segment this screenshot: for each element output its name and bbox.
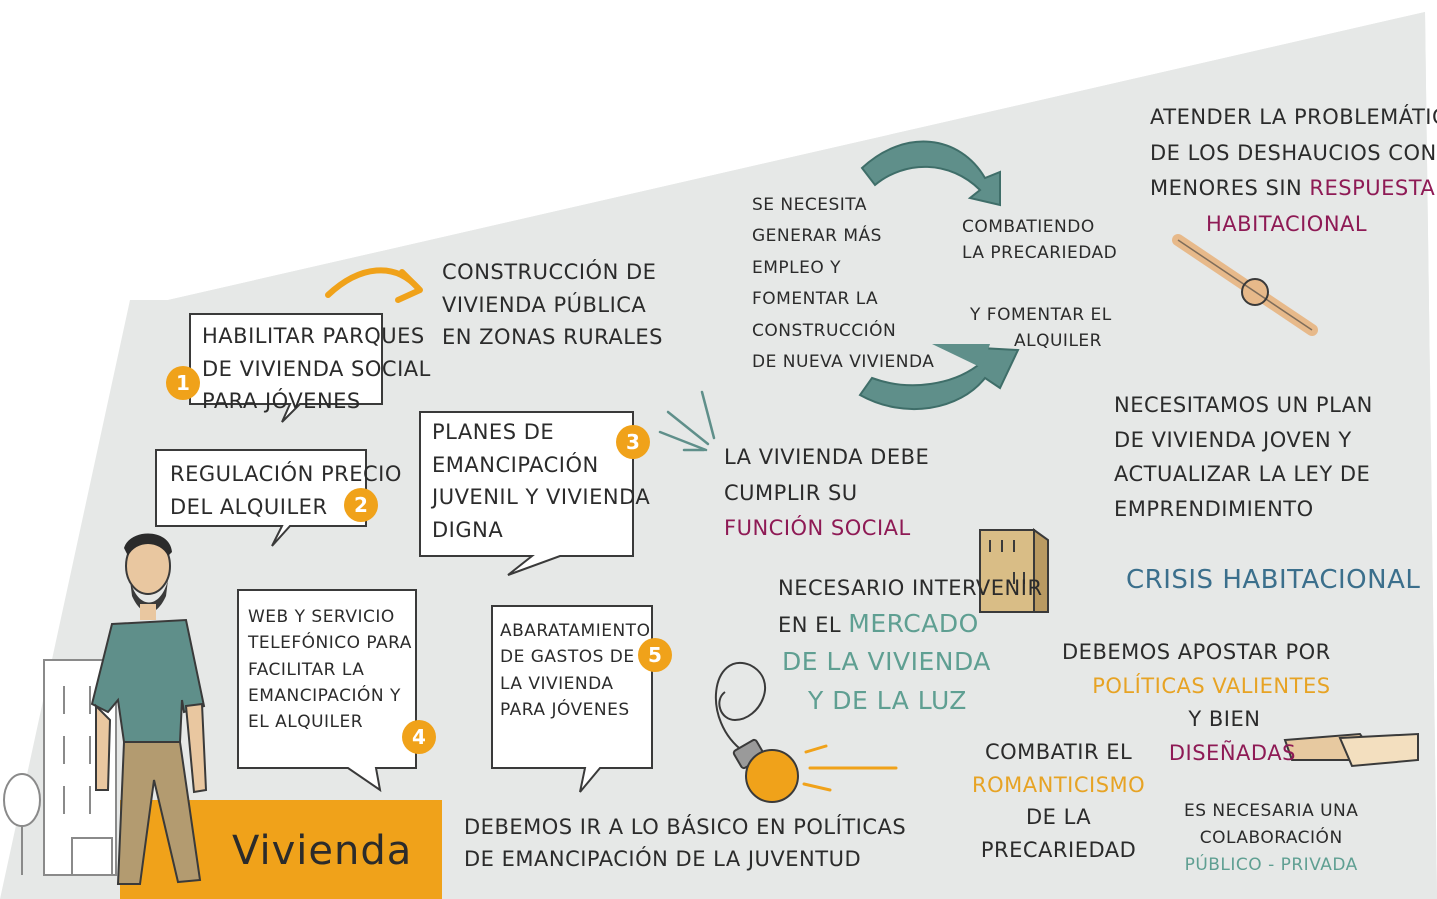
bubble-4-text: Web y serviciotelefónico parafacilitar l… [248, 607, 412, 733]
bubble-5-shape [491, 605, 653, 793]
romanticismo-text: Combatir el romanticismo de la precaried… [972, 740, 1146, 862]
teal-arrow-top-icon [860, 140, 1001, 207]
tied-rope-icon [1172, 234, 1318, 336]
bubble-2-number: 2 [344, 488, 378, 522]
bubble-5-number: 5 [638, 638, 672, 672]
bubble-4-number: 4 [402, 720, 436, 754]
burst-lines-icon [658, 390, 716, 452]
bubble-1-number: 1 [166, 366, 200, 400]
mercado-text: Necesario intervenir en el mercado de la… [778, 576, 1043, 716]
young-man-figure [90, 533, 208, 885]
bubble-5-text: Abaratamientode gastos dela viviendapara… [500, 621, 651, 721]
basico-text: Debemos ir a lo básico en políticasde em… [464, 815, 907, 871]
bubble-1-text: Habilitar parquesde vivienda socialpara … [202, 324, 431, 414]
bubble-3-number: 3 [616, 425, 650, 459]
politicas-text: Debemos apostar por políticas valientes … [1062, 640, 1331, 765]
bubble-2-text: Regulación preciodel alquiler [170, 462, 402, 519]
plan-text: Necesitamos un plande vivienda joven yac… [1114, 393, 1373, 521]
fomentar-alquiler-text: y fomentar elalquiler [970, 305, 1112, 352]
bubble-2-shape [155, 449, 367, 547]
combatiendo-text: Combatiendola precariedad [962, 217, 1118, 264]
funcion-social-text: La vivienda debecumplir su función socia… [724, 445, 930, 541]
desahucios-text: Atender la problemática de los deshaucio… [1150, 105, 1437, 237]
teal-arrow-bottom-icon [858, 346, 1020, 411]
light-bulb-icon [714, 661, 898, 803]
handshake-icon [1283, 732, 1419, 768]
colaboracion-text: Es necesaria una colaboración público - … [1184, 801, 1359, 876]
bubble-1-shape [189, 313, 383, 423]
empleo-text: Se necesitagenerar másempleo yfomentar l… [752, 195, 935, 373]
bubble-3-text: Planes deemancipaciónjuvenil y viviendad… [432, 420, 651, 542]
construccion-text: Construcción devivienda públicaen zonas … [442, 260, 664, 350]
bubble-4-shape [237, 589, 417, 793]
tree-icon [3, 773, 41, 875]
crisis-habitacional-text: Crisis habitacional [1126, 565, 1421, 595]
building-icon [979, 528, 1049, 613]
vivienda-title: Vivienda [232, 828, 413, 874]
